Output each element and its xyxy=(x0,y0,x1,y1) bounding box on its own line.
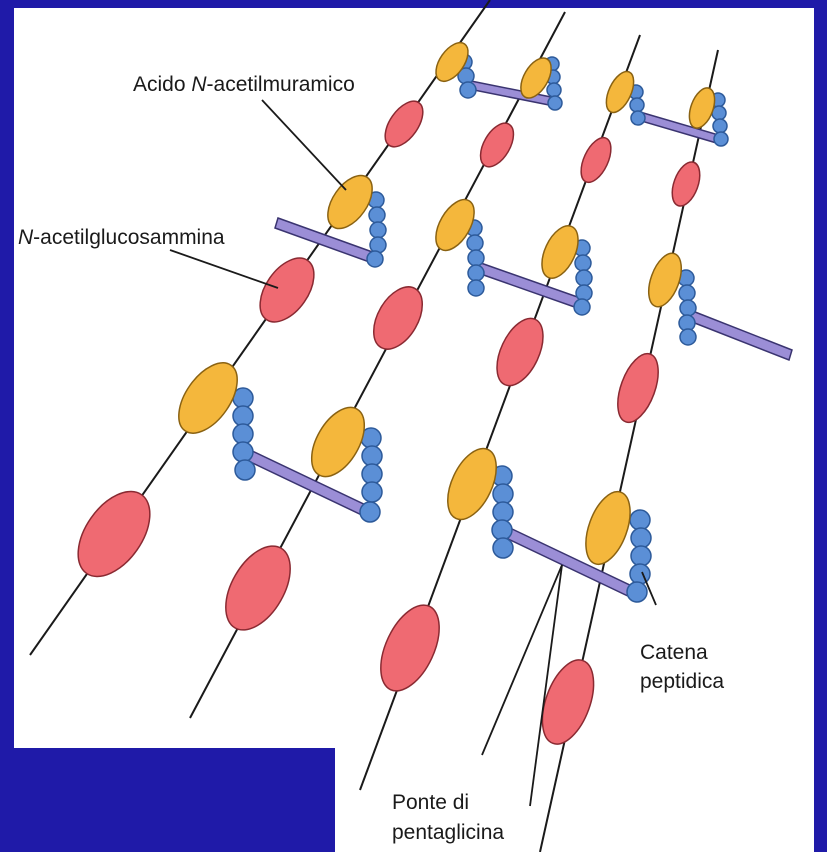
nag-unit xyxy=(575,133,617,187)
peptide-chain xyxy=(360,428,382,522)
label-peptide-line2: peptidica xyxy=(640,667,724,696)
leader-line-nam xyxy=(262,100,346,190)
label-n-acetylmuramic-acid: Acido N-acetilmuramico xyxy=(133,72,355,98)
nag-unit xyxy=(474,118,521,173)
leader-line-nag xyxy=(170,250,278,288)
peptide-chain xyxy=(367,192,386,267)
label-nam-prefix: Acido xyxy=(133,73,191,96)
nag-unit xyxy=(610,348,667,427)
label-bridge-line2: pentaglicina xyxy=(392,818,504,848)
label-pentaglycine-bridge: Ponte di pentaglicina xyxy=(392,788,504,848)
nag-unit xyxy=(667,158,705,209)
label-n-acetylglucosamine: N-acetilglucosammina xyxy=(18,225,225,251)
label-peptide-chain: Catena peptidica xyxy=(640,638,724,696)
nag-unit xyxy=(369,596,451,700)
nag-unit xyxy=(64,479,165,590)
nag-unit xyxy=(364,279,433,358)
nam-unit xyxy=(577,486,639,570)
glycan-strands xyxy=(30,0,718,852)
pentaglycine-bridge xyxy=(687,310,792,360)
nag-unit xyxy=(249,248,325,331)
label-peptide-line1: Catena xyxy=(640,638,724,667)
peptide-chain xyxy=(233,388,255,480)
nag-units xyxy=(64,95,706,751)
label-nag-suffix: -acetilglucosammina xyxy=(33,226,224,249)
pentaglycine-bridge xyxy=(275,218,378,264)
nag-unit xyxy=(488,311,553,392)
peptide-chain xyxy=(627,510,651,602)
label-nag-italic: N xyxy=(18,226,33,249)
label-nam-italic: N xyxy=(191,73,206,96)
pentaglycine-bridge xyxy=(475,262,586,310)
nag-unit xyxy=(212,535,303,641)
nag-unit xyxy=(378,95,431,154)
peptide-chains xyxy=(233,54,728,602)
label-bridge-line1: Ponte di xyxy=(392,788,504,818)
label-nam-suffix: -acetilmuramico xyxy=(207,73,355,96)
peptide-chain xyxy=(678,270,696,345)
